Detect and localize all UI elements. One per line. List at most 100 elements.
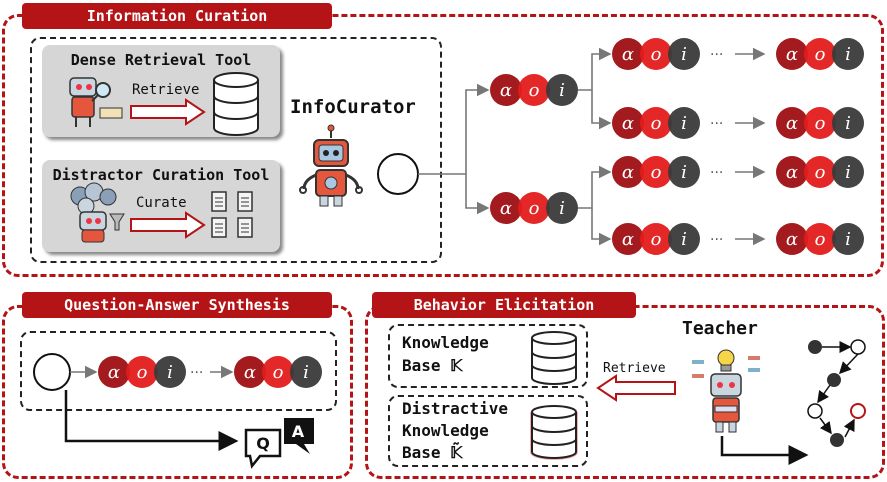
triple-symbol-alpha: α — [786, 113, 798, 134]
triple-symbol-alpha: α — [108, 362, 120, 383]
triple-node-alpha — [490, 192, 522, 224]
information-curation-panel — [2, 14, 884, 277]
retrieve-action-label: Retrieve — [132, 82, 200, 98]
triple-symbol-alpha: α — [500, 198, 512, 219]
curate-arrow — [130, 211, 206, 239]
triple-symbol-o: o — [651, 44, 662, 65]
knowledge-base-box — [388, 324, 588, 388]
triple-symbol-alpha: α — [622, 113, 634, 134]
triple-symbol-i: i — [681, 229, 687, 250]
triple-symbol-o: o — [815, 229, 826, 250]
section-tab-qa-synthesis: Question-Answer Synthesis — [22, 292, 332, 318]
dkb-database-icon — [530, 405, 578, 460]
dense-retrieval-tool-title: Dense Retrieval Tool — [70, 51, 252, 69]
triple-node-o — [804, 156, 836, 188]
triple-node-i — [668, 156, 700, 188]
triple-node-alpha — [776, 38, 808, 70]
teacher-output-arrow — [720, 436, 809, 465]
ellipsis-b: ··· — [710, 116, 723, 132]
triple-node-o — [640, 38, 672, 70]
triple-symbol-i: i — [559, 80, 565, 101]
triple-node-i — [546, 192, 578, 224]
reasoning-graph-icon — [807, 339, 866, 447]
triple-node-o — [640, 107, 672, 139]
triple-symbol-i: i — [559, 198, 565, 219]
documents-icon — [211, 191, 253, 238]
qa-ellipsis: ··· — [190, 365, 203, 381]
triple-symbol-o: o — [137, 362, 148, 383]
qa-chain-box — [20, 331, 337, 411]
triple-node-o — [804, 107, 836, 139]
triple-node-i — [154, 356, 186, 388]
triple-node-alpha — [776, 223, 808, 255]
triple-symbol-i: i — [681, 162, 687, 183]
curate-action-label: Curate — [136, 195, 187, 211]
curation-robot-icon — [70, 182, 125, 243]
triple-node-alpha — [612, 156, 644, 188]
triple-node-i — [668, 223, 700, 255]
teacher-robot-icon — [692, 349, 760, 433]
retrieve-arrow-behavior — [596, 374, 676, 402]
kb-line2: Base 𝕂 — [402, 356, 463, 375]
triple-node-alpha — [776, 156, 808, 188]
triple-node-alpha — [612, 107, 644, 139]
triple-symbol-alpha: α — [786, 162, 798, 183]
qa-output-arrow — [64, 390, 239, 451]
triple-symbol-alpha: α — [622, 162, 634, 183]
retrieve-arrow — [130, 98, 206, 126]
triple-symbol-i: i — [845, 44, 851, 65]
triple-symbol-o: o — [815, 113, 826, 134]
tree-connectors — [418, 47, 766, 246]
qa-root-node-icon — [33, 353, 71, 391]
triple-node-i — [832, 223, 864, 255]
triple-symbol-o: o — [651, 113, 662, 134]
triple-node-i — [546, 74, 578, 106]
triple-node-i — [668, 38, 700, 70]
tools-group — [30, 37, 442, 263]
triple-symbol-alpha: α — [500, 80, 512, 101]
triple-node-i — [832, 107, 864, 139]
triple-symbol-alpha: α — [622, 229, 634, 250]
triple-symbol-o: o — [273, 362, 284, 383]
triple-symbol-o: o — [651, 162, 662, 183]
triple-symbol-o: o — [815, 44, 826, 65]
triple-node-o — [126, 356, 158, 388]
triple-node-alpha — [234, 356, 266, 388]
triple-node-o — [518, 192, 550, 224]
qa-speech-bubbles-icon — [244, 418, 314, 469]
triple-node-alpha — [612, 223, 644, 255]
ellipsis-c: ··· — [710, 165, 723, 181]
triple-symbol-o: o — [529, 198, 540, 219]
kb-database-icon — [531, 331, 577, 385]
answer-letter: A — [292, 422, 305, 441]
teacher-label: Teacher — [682, 318, 758, 339]
triple-node-alpha — [98, 356, 130, 388]
database-icon — [213, 72, 259, 136]
distractor-curation-tool-title: Distractor Curation Tool — [52, 166, 270, 184]
triple-node-alpha — [612, 38, 644, 70]
triple-node-alpha — [490, 74, 522, 106]
triple-symbol-i: i — [681, 44, 687, 65]
dkb-line3: Base 𝕂̃ — [402, 443, 463, 462]
triple-node-i — [290, 356, 322, 388]
triple-symbol-i: i — [681, 113, 687, 134]
triple-node-o — [804, 38, 836, 70]
ellipsis-a: ··· — [710, 47, 723, 63]
triple-symbol-i: i — [167, 362, 173, 383]
triple-symbol-o: o — [815, 162, 826, 183]
section-tab-information-curation: Information Curation — [22, 3, 332, 29]
dkb-line2: Knowledge — [402, 421, 489, 440]
